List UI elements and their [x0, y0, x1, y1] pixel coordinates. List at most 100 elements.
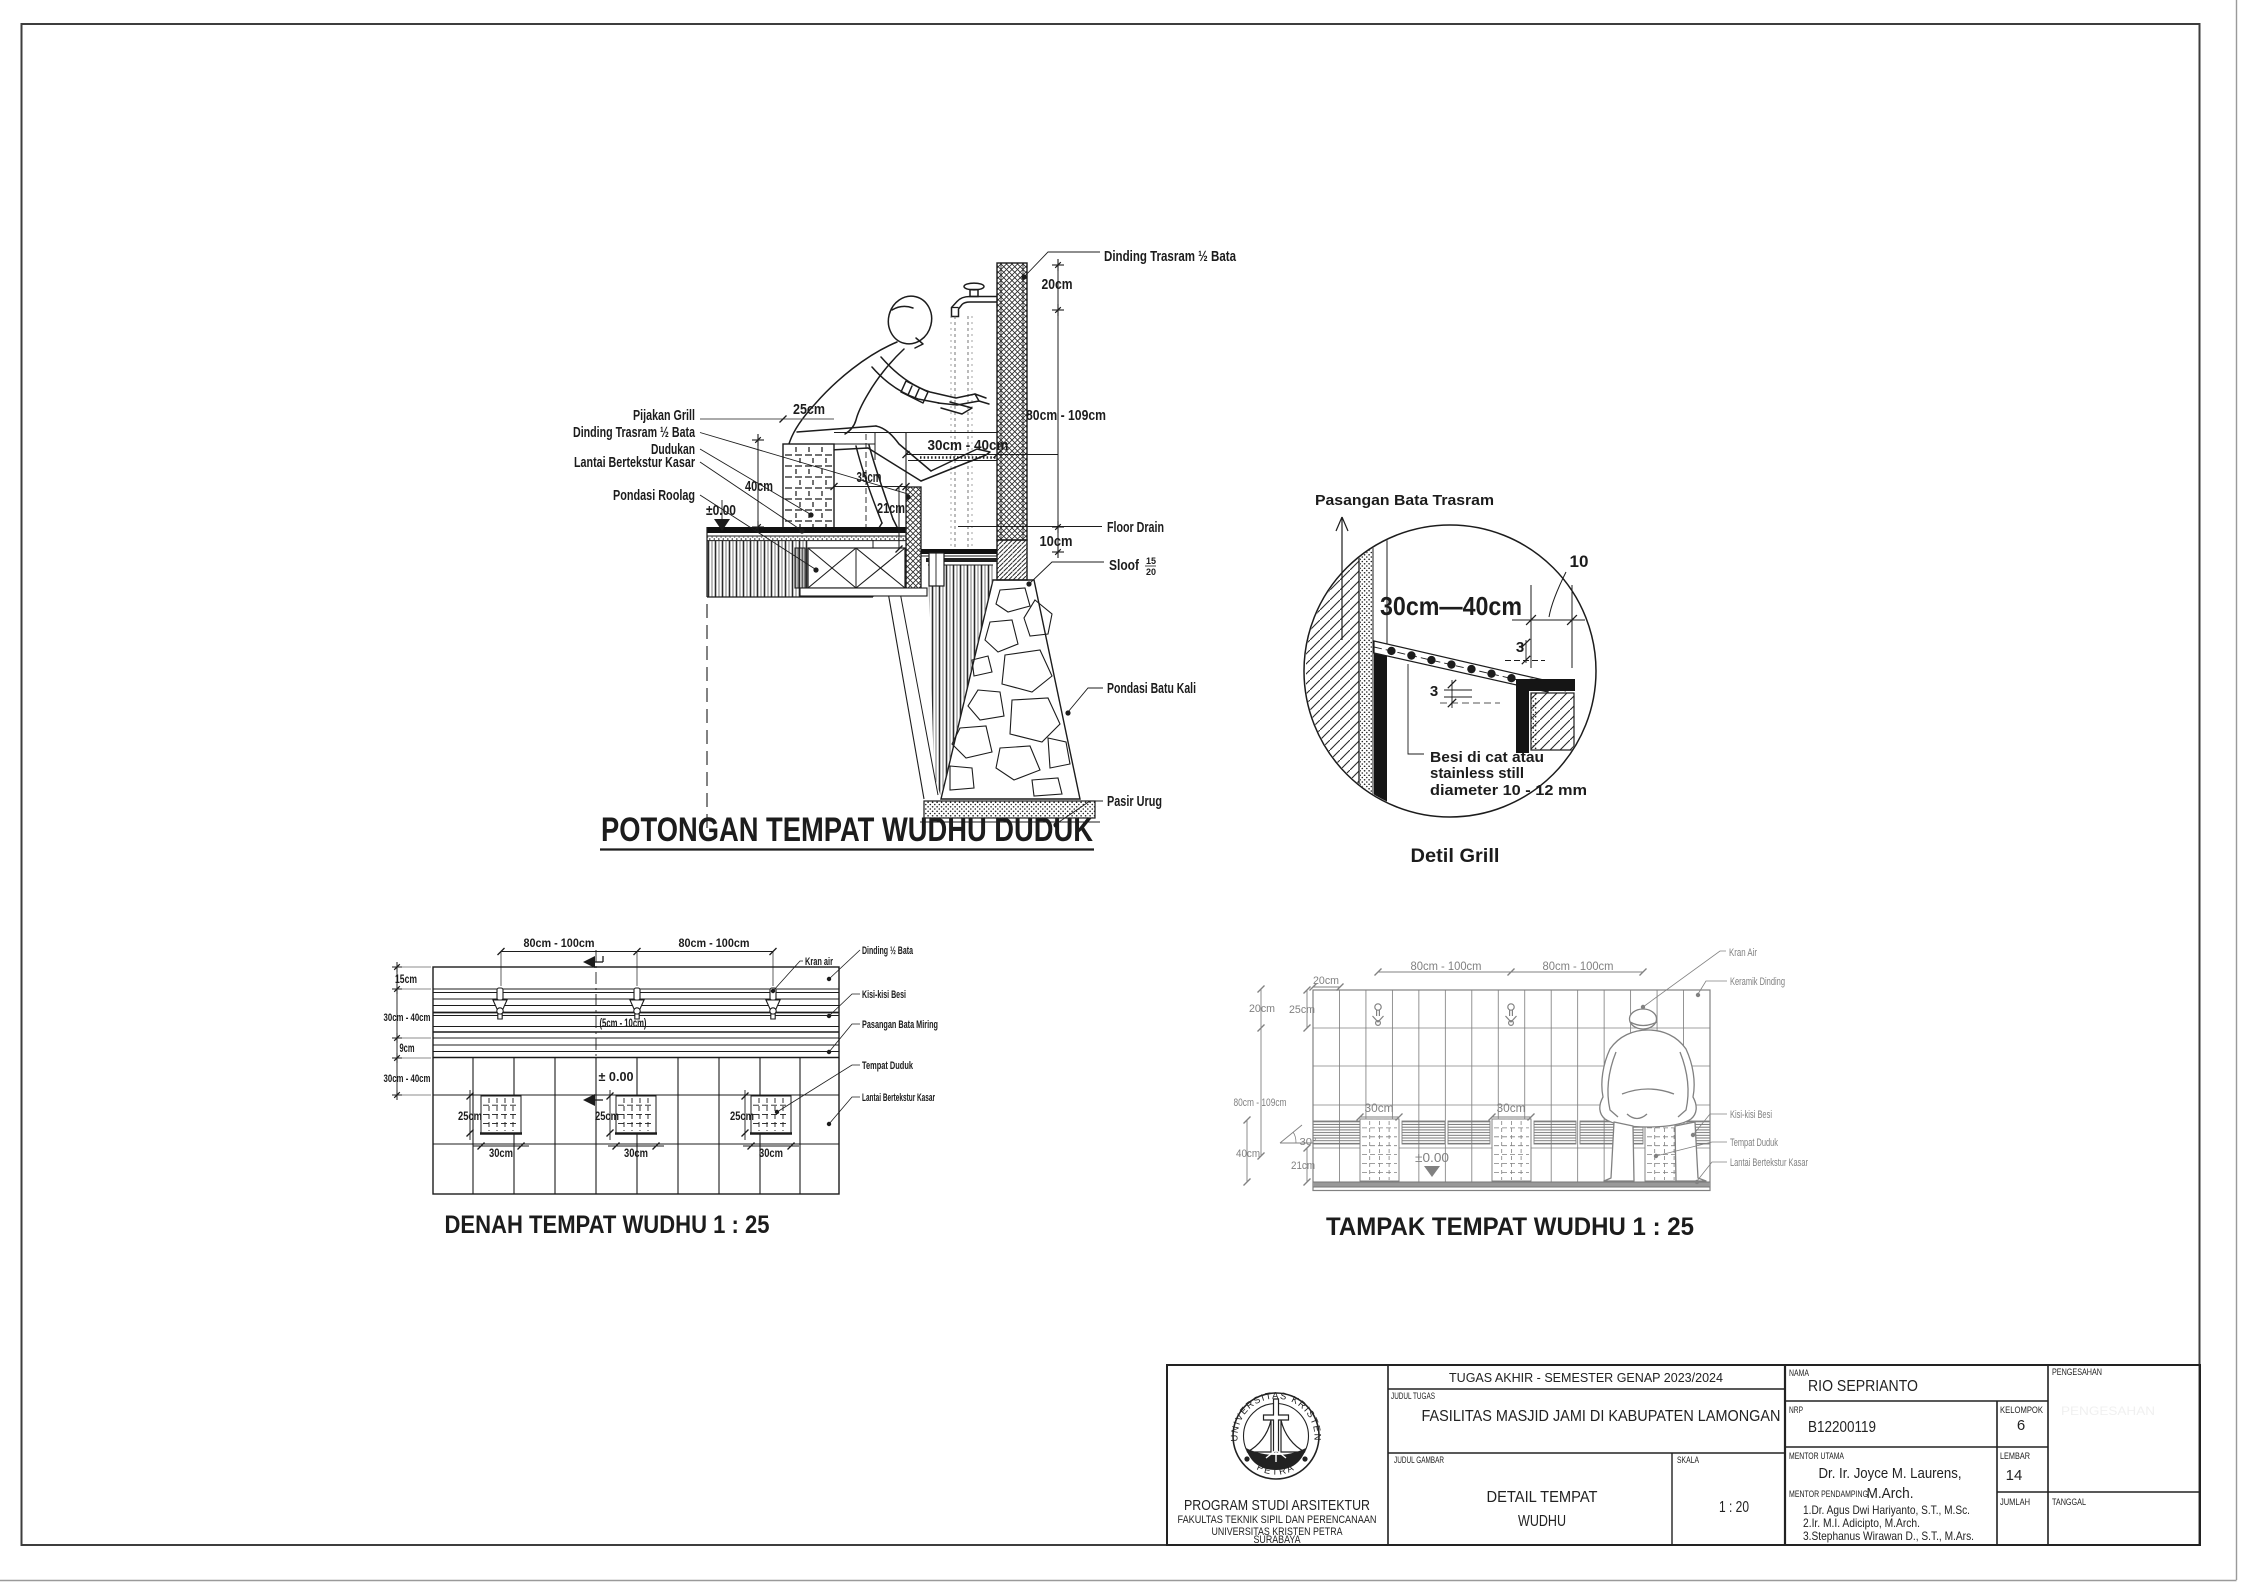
svg-text:Dudukan: Dudukan	[651, 441, 695, 458]
svg-text:1 : 20: 1 : 20	[1719, 1499, 1749, 1516]
svg-text:9cm: 9cm	[400, 1041, 415, 1055]
svg-text:±0.00: ±0.00	[1415, 1150, 1449, 1165]
svg-text:M.Arch.: M.Arch.	[1867, 1485, 1914, 1502]
svg-text:15: 15	[1146, 556, 1156, 566]
svg-text:DENAH TEMPAT WUDHU 1 : 25: DENAH TEMPAT WUDHU 1 : 25	[445, 1211, 770, 1239]
svg-text:3: 3	[1516, 639, 1524, 656]
svg-text:SKALA: SKALA	[1677, 1455, 1699, 1465]
svg-text:30cm - 40cm: 30cm - 40cm	[928, 437, 1009, 454]
svg-text:35cm: 35cm	[857, 469, 882, 486]
svg-text:80cm - 100cm: 80cm - 100cm	[524, 936, 595, 950]
svg-text:Kisi-kisi Besi: Kisi-kisi Besi	[1730, 1109, 1772, 1121]
svg-text:DETAIL TEMPAT: DETAIL TEMPAT	[1487, 1489, 1598, 1506]
svg-text:80cm - 109cm: 80cm - 109cm	[1234, 1097, 1287, 1109]
svg-text:stainless still: stainless still	[1430, 765, 1524, 782]
svg-text:40cm: 40cm	[1236, 1148, 1260, 1160]
svg-text:30cm - 40cm: 30cm - 40cm	[384, 1073, 431, 1085]
svg-text:NRP: NRP	[1789, 1405, 1803, 1415]
svg-text:TAMPAK TEMPAT WUDHU 1 : 25: TAMPAK TEMPAT WUDHU 1 : 25	[1326, 1213, 1694, 1241]
svg-text:80cm - 109cm: 80cm - 109cm	[1026, 407, 1106, 424]
svg-text:20cm: 20cm	[1313, 975, 1339, 987]
svg-text:Sloof: Sloof	[1109, 557, 1140, 574]
svg-text:25cm: 25cm	[458, 1109, 482, 1123]
svg-text:20cm: 20cm	[1249, 1003, 1275, 1015]
svg-text:30cm: 30cm	[759, 1146, 783, 1160]
svg-text:POTONGAN TEMPAT WUDHU DUDUK: POTONGAN TEMPAT WUDHU DUDUK	[601, 811, 1093, 849]
svg-text:1.Dr. Agus Dwi Hariyanto, S.T.: 1.Dr. Agus Dwi Hariyanto, S.T., M.Sc.	[1803, 1503, 1970, 1517]
svg-text:21cm: 21cm	[877, 500, 905, 517]
svg-text:10: 10	[1570, 552, 1589, 571]
svg-text:15cm: 15cm	[395, 972, 417, 986]
svg-text:LEMBAR: LEMBAR	[2000, 1451, 2030, 1461]
svg-text:RIO SEPRIANTO: RIO SEPRIANTO	[1808, 1378, 1918, 1395]
svg-text:TUGAS AKHIR - SEMESTER GENAP 2: TUGAS AKHIR - SEMESTER GENAP 2023/2024	[1449, 1370, 1723, 1385]
svg-text:MENTOR PENDAMPING: MENTOR PENDAMPING	[1789, 1489, 1868, 1499]
svg-text:Detil Grill: Detil Grill	[1411, 846, 1500, 867]
svg-text:FASILITAS MASJID JAMI DI KABUP: FASILITAS MASJID JAMI DI KABUPATEN LAMON…	[1422, 1408, 1781, 1425]
svg-text:WUDHU: WUDHU	[1518, 1513, 1566, 1530]
svg-text:3: 3	[1430, 683, 1438, 700]
svg-text:KELOMPOK: KELOMPOK	[2000, 1405, 2043, 1415]
svg-text:diameter 10 - 12 mm: diameter 10 - 12 mm	[1430, 782, 1587, 799]
svg-text:30cm: 30cm	[489, 1146, 513, 1160]
svg-text:JUDUL TUGAS: JUDUL TUGAS	[1391, 1391, 1435, 1401]
svg-text:30cm - 40cm: 30cm - 40cm	[384, 1012, 431, 1024]
svg-text:25cm: 25cm	[1289, 1004, 1315, 1016]
svg-text:UNIVERSITAS KRISTEN PETRA: UNIVERSITAS KRISTEN PETRA	[1212, 1526, 1344, 1538]
svg-text:Lantai Bertekstur Kasar: Lantai Bertekstur Kasar	[1730, 1157, 1808, 1169]
svg-text:JUMLAH: JUMLAH	[2000, 1497, 2030, 1507]
svg-text:Pijakan Grill: Pijakan Grill	[633, 407, 695, 424]
svg-text:Floor Drain: Floor Drain	[1107, 519, 1164, 536]
svg-text:JUDUL GAMBAR: JUDUL GAMBAR	[1394, 1455, 1444, 1465]
svg-text:± 0.00: ± 0.00	[599, 1069, 634, 1084]
svg-text:6: 6	[2017, 1417, 2025, 1434]
svg-text:±0.00: ±0.00	[706, 502, 736, 519]
svg-text:SURABAYA: SURABAYA	[1254, 1534, 1302, 1546]
svg-text:PENGESAHAN: PENGESAHAN	[2052, 1367, 2102, 1377]
svg-text:Dinding ½ Bata: Dinding ½ Bata	[862, 945, 914, 957]
svg-text:2.Ir. M.I. Adicipto, M.Arch.: 2.Ir. M.I. Adicipto, M.Arch.	[1803, 1516, 1920, 1530]
svg-text:Lantai Bertekstur Kasar: Lantai Bertekstur Kasar	[862, 1092, 935, 1104]
svg-text:30°: 30°	[1300, 1137, 1317, 1148]
svg-text:Kran Air: Kran Air	[1729, 947, 1757, 959]
svg-text:PENGESAHAN: PENGESAHAN	[2061, 1404, 2155, 1418]
svg-text:B12200119: B12200119	[1808, 1419, 1876, 1436]
svg-text:80cm - 100cm: 80cm - 100cm	[679, 936, 750, 950]
svg-text:Keramik Dinding: Keramik Dinding	[1730, 976, 1785, 988]
svg-text:14: 14	[2006, 1467, 2023, 1484]
svg-text:40cm: 40cm	[745, 478, 773, 495]
svg-text:PROGRAM STUDI ARSITEKTUR: PROGRAM STUDI ARSITEKTUR	[1184, 1497, 1370, 1514]
svg-text:Besi di cat atau: Besi di cat atau	[1430, 749, 1544, 766]
svg-text:Pasangan Bata Miring: Pasangan Bata Miring	[862, 1019, 938, 1031]
svg-text:25cm: 25cm	[793, 401, 825, 418]
svg-text:Tempat Duduk: Tempat Duduk	[1730, 1137, 1778, 1149]
svg-text:Pasangan Bata Trasram: Pasangan Bata Trasram	[1315, 492, 1494, 509]
svg-text:80cm - 100cm: 80cm - 100cm	[1411, 959, 1482, 973]
svg-text:10cm: 10cm	[1040, 533, 1073, 550]
svg-text:20cm: 20cm	[1042, 276, 1073, 293]
svg-text:25cm: 25cm	[730, 1109, 754, 1123]
svg-text:Kisi-kisi Besi: Kisi-kisi Besi	[862, 989, 906, 1001]
svg-text:TANGGAL: TANGGAL	[2052, 1497, 2086, 1507]
svg-text:Dinding Trasram ½ Bata: Dinding Trasram ½ Bata	[573, 424, 695, 441]
svg-text:NAMA: NAMA	[1789, 1368, 1809, 1378]
svg-text:80cm - 100cm: 80cm - 100cm	[1543, 959, 1614, 973]
svg-text:FAKULTAS TEKNIK SIPIL DAN PERE: FAKULTAS TEKNIK SIPIL DAN PERENCANAAN	[1178, 1514, 1377, 1526]
svg-text:Kran air: Kran air	[805, 956, 833, 968]
svg-text:Tempat Duduk: Tempat Duduk	[862, 1060, 914, 1072]
svg-text:(5cm - 10cm): (5cm - 10cm)	[600, 1016, 647, 1030]
svg-text:Pondasi Batu Kali: Pondasi Batu Kali	[1107, 680, 1196, 697]
svg-text:MENTOR UTAMA: MENTOR UTAMA	[1789, 1451, 1844, 1461]
svg-text:21cm: 21cm	[1291, 1160, 1315, 1172]
svg-text:Dr. Ir. Joyce M. Laurens,: Dr. Ir. Joyce M. Laurens,	[1819, 1465, 1962, 1482]
svg-text:30cm: 30cm	[1497, 1101, 1526, 1115]
svg-text:30cm—40cm: 30cm—40cm	[1380, 591, 1522, 621]
svg-text:Lantai Bertekstur Kasar: Lantai Bertekstur Kasar	[574, 454, 695, 471]
svg-text:Dinding Trasram ½ Bata: Dinding Trasram ½ Bata	[1104, 248, 1237, 265]
svg-text:3.Stephanus Wirawan D., S.T.,: 3.Stephanus Wirawan D., S.T., M.Ars.	[1803, 1529, 1974, 1543]
svg-text:Pondasi Roolag: Pondasi Roolag	[613, 487, 695, 504]
svg-text:30cm: 30cm	[1365, 1101, 1394, 1115]
svg-text:Pasir Urug: Pasir Urug	[1107, 793, 1162, 810]
svg-text:30cm: 30cm	[624, 1146, 648, 1160]
svg-text:25cm: 25cm	[595, 1109, 619, 1123]
